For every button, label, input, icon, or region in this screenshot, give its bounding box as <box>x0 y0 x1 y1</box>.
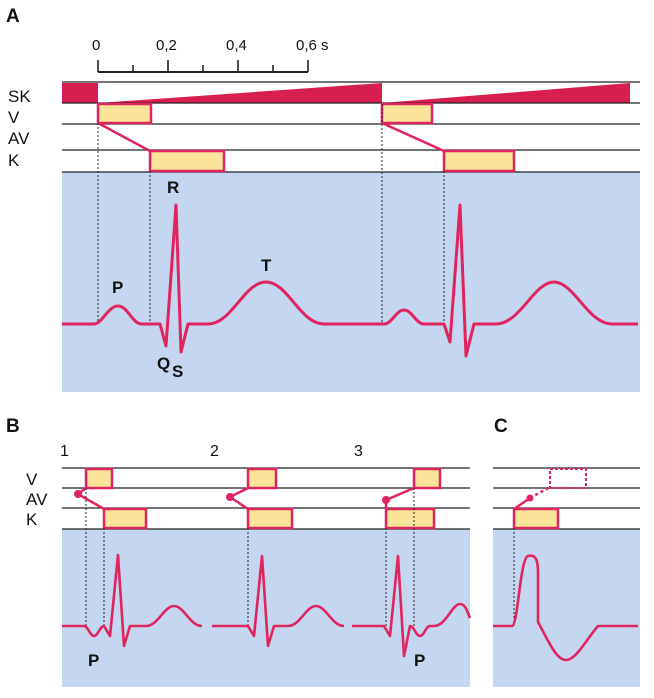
guide-lines-b <box>85 488 415 626</box>
ventricle-box-2 <box>442 149 516 173</box>
ventricle-box-1 <box>148 149 226 173</box>
retrograde-dot-c <box>526 494 534 502</box>
ecg-background-c <box>493 529 640 687</box>
tick-label-0-4: 0,4 <box>226 37 247 54</box>
wave-label-q: Q <box>157 354 170 373</box>
av-conduction-lines-b <box>77 486 415 511</box>
retrograde-dotted-c <box>529 485 551 500</box>
guide-lines-a <box>97 104 445 326</box>
tick-label-0: 0 <box>92 37 100 54</box>
conduction-boxes-a <box>96 102 516 173</box>
panel-c: C <box>493 416 640 687</box>
row-label-v: V <box>8 108 20 127</box>
tick-label-0-6-s: 0,6 s <box>296 37 329 54</box>
av-origin-dots-b <box>74 490 390 504</box>
wave-label-r: R <box>167 178 179 197</box>
atrial-box-b1 <box>84 467 114 490</box>
time-scale: 0 0,2 0,4 0,6 s <box>92 37 329 73</box>
sk-ramp-1 <box>98 83 382 103</box>
row-label-v-b: V <box>26 470 38 489</box>
row-label-av-b: AV <box>26 490 48 509</box>
wave-label-p: P <box>112 278 123 297</box>
atrial-box-1 <box>96 102 153 125</box>
row-label-sk: SK <box>8 87 31 106</box>
atrial-box-b2 <box>246 467 278 490</box>
panel-c-letter: C <box>494 416 508 437</box>
ecg-wave-b1 <box>62 553 203 648</box>
ecg-background-a <box>62 172 640 392</box>
ecg-wave-b3 <box>352 554 472 658</box>
row-label-k-b: K <box>26 510 38 529</box>
panel-b-letter: B <box>6 416 20 437</box>
sk-ramp-2 <box>382 83 630 103</box>
ecg-wave-a <box>62 203 638 358</box>
ventricle-box-b3 <box>384 507 436 530</box>
ventricle-box-b2 <box>246 507 294 530</box>
case-number-3: 3 <box>354 443 363 460</box>
case-number-1: 1 <box>60 443 69 460</box>
panel-a: A 0 0,2 0,4 0,6 s SK V AV K <box>6 6 640 392</box>
sk-block-start <box>62 83 98 103</box>
wave-label-p-b1: P <box>88 651 99 670</box>
wave-label-s: S <box>172 362 183 381</box>
case-number-2: 2 <box>210 443 219 460</box>
atrial-box-2 <box>380 102 434 125</box>
row-label-av: AV <box>8 129 30 148</box>
panel-b: B 1 2 3 V AV K <box>6 416 472 687</box>
ecg-wave-b2 <box>212 554 345 648</box>
ventricle-box-b1 <box>102 507 148 530</box>
tick-label-0-2: 0,2 <box>156 37 177 54</box>
ventricle-box-c <box>512 507 560 530</box>
row-label-k: K <box>8 151 20 170</box>
wave-label-p-b3: P <box>414 651 425 670</box>
time-axis-ticks <box>97 60 309 72</box>
atrial-box-b3 <box>412 467 442 490</box>
conduction-boxes-b <box>84 467 442 530</box>
ecg-wave-c <box>493 554 638 662</box>
panel-a-letter: A <box>6 6 20 27</box>
av-conduction-lines-a <box>97 121 445 153</box>
blocked-atrial-box-c <box>549 468 587 489</box>
row-lines-a <box>62 81 640 173</box>
wave-label-t: T <box>261 256 272 275</box>
sk-row <box>62 83 630 103</box>
